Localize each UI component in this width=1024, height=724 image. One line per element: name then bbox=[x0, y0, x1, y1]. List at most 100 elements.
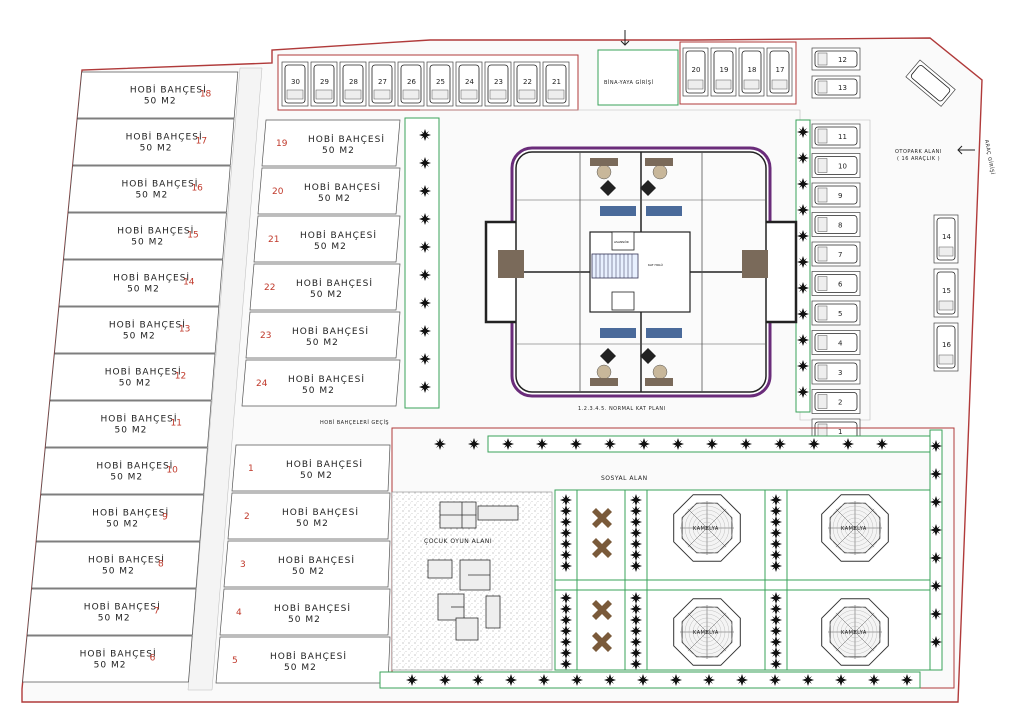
garden-label: HOBİ BAHÇESİ bbox=[274, 603, 351, 614]
playground-equipment bbox=[427, 501, 519, 641]
parking-space: 5 bbox=[811, 300, 861, 326]
garden-number: 22 bbox=[264, 283, 275, 293]
gazebo: KAMELYA bbox=[673, 598, 741, 666]
garden-area: 50 M2 bbox=[314, 242, 347, 252]
parking-space: 12 bbox=[811, 47, 861, 71]
walkway-label: HOBİ BAHÇELERİ GEÇİŞ bbox=[320, 419, 389, 426]
garden-area: 50 M2 bbox=[306, 338, 339, 348]
parking-space: 24 bbox=[455, 61, 483, 107]
parking-space: 11 bbox=[811, 123, 861, 149]
garden-area: 50 M2 bbox=[135, 191, 168, 201]
garden-label: HOBİ BAHÇESİ bbox=[92, 508, 169, 519]
garden-number: 4 bbox=[236, 608, 242, 618]
garden-area: 50 M2 bbox=[296, 519, 329, 529]
parking-space: 28 bbox=[339, 61, 367, 107]
social-hedge-right bbox=[929, 429, 943, 671]
parking-space: 2 bbox=[811, 389, 861, 414]
parking-number: 9 bbox=[838, 192, 842, 200]
garden-area: 50 M2 bbox=[119, 379, 152, 389]
garden-area: 50 M2 bbox=[131, 238, 164, 248]
stair-core-label: KAT HOLÜ bbox=[648, 262, 663, 267]
garden-label: HOBİ BAHÇESİ bbox=[126, 132, 203, 143]
parking-space: 26 bbox=[397, 61, 425, 107]
apartment-building: ASANSÖR KAT HOLÜ bbox=[484, 146, 798, 398]
entrance-arrow bbox=[620, 30, 630, 46]
gazebo-label: KAMELYA bbox=[693, 526, 719, 532]
garden-walkway bbox=[187, 67, 263, 691]
garden-area: 50 M2 bbox=[140, 144, 173, 154]
parking-space: 22 bbox=[513, 61, 541, 107]
parking-space: 14 bbox=[933, 214, 959, 264]
garden-label: HOBİ BAHÇESİ bbox=[282, 507, 359, 518]
garden-number: 6 bbox=[150, 654, 156, 664]
parking-space: 17 bbox=[766, 47, 793, 97]
garden-label: HOBİ BAHÇESİ bbox=[308, 134, 385, 145]
garden-number: 23 bbox=[260, 331, 271, 341]
garden-label: HOBİ BAHÇESİ bbox=[84, 602, 161, 613]
garden-area: 50 M2 bbox=[106, 520, 139, 530]
garden-label: HOBİ BAHÇESİ bbox=[304, 182, 381, 193]
parking-space: 13 bbox=[811, 75, 861, 99]
garden-area: 50 M2 bbox=[110, 473, 143, 483]
garden-label: HOBİ BAHÇESİ bbox=[300, 230, 377, 241]
garden-area: 50 M2 bbox=[123, 332, 156, 342]
garden-number: 10 bbox=[166, 466, 178, 476]
parking-space: 27 bbox=[368, 61, 396, 107]
vehicle-entry-label: ARAÇ GİRİŞİ bbox=[983, 139, 996, 175]
garden-number: 7 bbox=[154, 607, 160, 617]
parking-space: 8 bbox=[811, 212, 861, 237]
garden-number: 3 bbox=[240, 560, 246, 570]
parking-count-label: ( 16 ARAÇLIK ) bbox=[897, 156, 940, 162]
parking-space: 15 bbox=[933, 268, 959, 318]
parking-space: 4 bbox=[811, 330, 861, 355]
garden-label: HOBİ BAHÇESİ bbox=[296, 278, 373, 289]
garden-label: HOBİ BAHÇESİ bbox=[292, 326, 369, 337]
garden-number: 24 bbox=[256, 379, 268, 389]
parking-number: 24 bbox=[465, 78, 474, 86]
garden-label: HOBİ BAHÇESİ bbox=[278, 555, 355, 566]
gazebo-label: KAMELYA bbox=[841, 526, 867, 532]
parking-number: 29 bbox=[320, 78, 329, 86]
garden-area: 50 M2 bbox=[102, 567, 135, 577]
parking-space: 7 bbox=[811, 241, 861, 267]
garden-area: 50 M2 bbox=[144, 97, 177, 107]
parking-space: 21 bbox=[542, 61, 570, 107]
parking-number: 22 bbox=[523, 78, 532, 86]
parking-label: OTOPARK ALANI bbox=[895, 149, 942, 155]
parking-number: 2 bbox=[838, 399, 842, 407]
parking-space: 18 bbox=[738, 47, 765, 97]
garden-number: 17 bbox=[196, 137, 207, 147]
parking-number: 23 bbox=[494, 78, 503, 86]
parking-number: 19 bbox=[720, 66, 729, 74]
gazebo: KAMELYA bbox=[821, 598, 889, 666]
garden-number: 13 bbox=[179, 325, 190, 335]
parking-space: 23 bbox=[484, 61, 512, 107]
parking-number: 1 bbox=[838, 428, 842, 436]
garden-label: HOBİ BAHÇESİ bbox=[270, 651, 347, 662]
playground-label: ÇOCUK OYUN ALANI bbox=[424, 538, 492, 545]
garden-area: 50 M2 bbox=[284, 663, 317, 673]
garden-number: 20 bbox=[272, 187, 284, 197]
parking-number: 25 bbox=[436, 78, 445, 86]
parking-number: 15 bbox=[942, 287, 951, 295]
garden-label: HOBİ BAHÇESİ bbox=[109, 320, 186, 331]
garden-area: 50 M2 bbox=[288, 615, 321, 625]
parking-space: 19 bbox=[710, 47, 737, 97]
garden-number: 15 bbox=[187, 231, 198, 241]
elevator-label: ASANSÖR bbox=[614, 239, 629, 244]
floor-plan-label: 1.2.3.4.5. NORMAL KAT PLANI bbox=[578, 406, 666, 412]
